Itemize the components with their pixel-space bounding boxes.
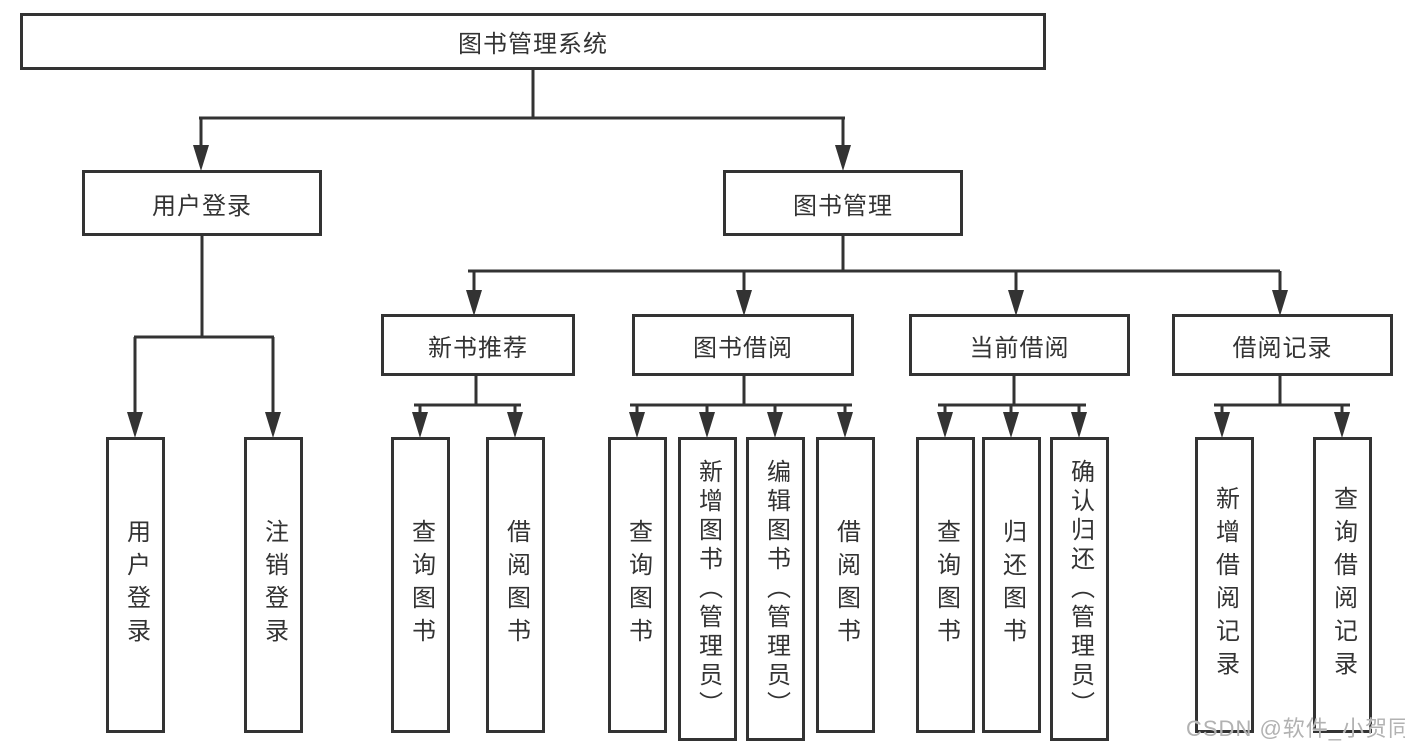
leaf-label: 查询借阅记录	[1329, 486, 1357, 684]
arrowhead-icon	[127, 145, 1350, 438]
node-new-book-recommend: 新书推荐	[381, 314, 575, 376]
leaf-borrow-books-recommend: 借阅图书	[486, 437, 545, 733]
leaf-query-books-current: 查询图书	[916, 437, 975, 733]
node-label: 用户登录	[152, 192, 252, 220]
leaf-label: 新增借阅记录	[1211, 486, 1239, 684]
leaf-label: 确认归还（管理员）	[1066, 458, 1094, 720]
leaf-query-borrow-record: 查询借阅记录	[1313, 437, 1372, 733]
node-library-management-system: 图书管理系统	[20, 13, 1046, 70]
leaf-label: 新增图书（管理员）	[694, 458, 722, 720]
leaf-logout: 注销登录	[244, 437, 303, 733]
leaf-label: 归还图书	[998, 519, 1026, 651]
node-borrowing-records: 借阅记录	[1172, 314, 1393, 376]
leaf-query-books-recommend: 查询图书	[391, 437, 450, 733]
node-label: 图书管理	[793, 192, 893, 220]
node-book-borrowing: 图书借阅	[632, 314, 854, 376]
leaf-user-login: 用户登录	[106, 437, 165, 733]
leaf-label: 查询图书	[624, 519, 652, 651]
leaf-edit-books-admin: 编辑图书（管理员）	[746, 437, 805, 741]
node-book-management: 图书管理	[723, 170, 963, 236]
leaf-add-books-admin: 新增图书（管理员）	[678, 437, 737, 741]
leaf-label: 注销登录	[260, 519, 288, 651]
leaf-add-borrow-record: 新增借阅记录	[1195, 437, 1254, 733]
leaf-label: 编辑图书（管理员）	[762, 458, 790, 720]
node-label: 图书借阅	[693, 334, 793, 362]
node-user-login: 用户登录	[82, 170, 322, 236]
csdn-watermark: CSDN @软件_小贺同学	[1186, 716, 1405, 741]
node-label: 图书管理系统	[458, 31, 608, 58]
node-label: 当前借阅	[969, 334, 1070, 362]
leaf-label: 查询图书	[407, 519, 435, 651]
leaf-confirm-return-admin: 确认归还（管理员）	[1050, 437, 1109, 741]
node-current-borrowing: 当前借阅	[909, 314, 1130, 376]
leaf-label: 查询图书	[932, 519, 960, 651]
node-label: 新书推荐	[428, 334, 528, 362]
leaf-query-books-borrow: 查询图书	[608, 437, 667, 733]
leaf-borrow-books: 借阅图书	[816, 437, 875, 733]
node-label: 借阅记录	[1232, 334, 1333, 362]
leaf-label: 用户登录	[122, 519, 150, 651]
leaf-label: 借阅图书	[832, 519, 860, 651]
leaf-return-books: 归还图书	[982, 437, 1041, 733]
leaf-label: 借阅图书	[502, 519, 530, 651]
